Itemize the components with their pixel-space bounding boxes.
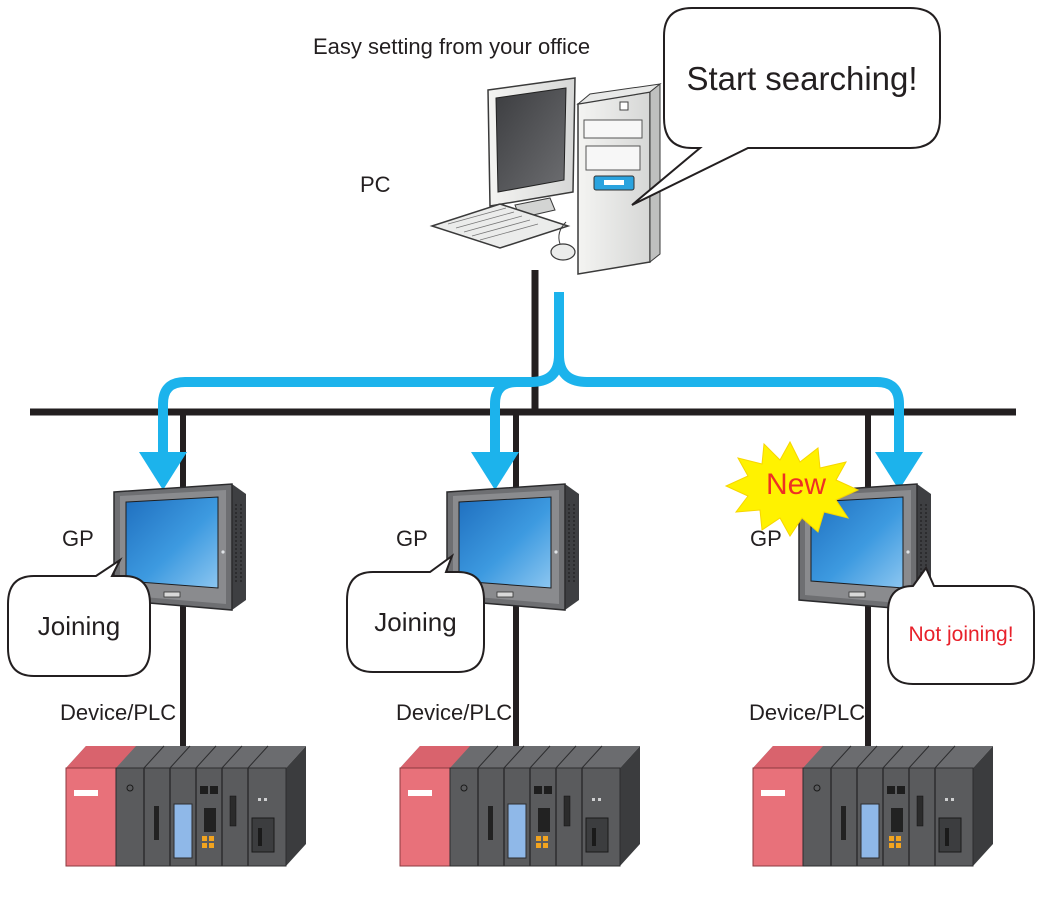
plc2-device-icon <box>399 745 641 867</box>
gp3-status-text: Not joining! <box>908 623 1014 646</box>
not-joining-bubble-shape <box>887 566 1035 685</box>
gp3-label: GP <box>750 526 782 551</box>
office-caption: Easy setting from your office <box>313 34 591 59</box>
new-badge-text: New <box>765 468 826 501</box>
network-lines <box>30 270 1016 810</box>
arrow-head-gp1 <box>139 452 187 490</box>
arrow-head-gp2 <box>471 452 519 490</box>
gp2-status-text: Joining <box>374 607 457 637</box>
gp1-status-text: Joining <box>37 611 121 641</box>
device3-label: Device/PLC <box>749 700 866 725</box>
gp2-label: GP <box>396 526 428 551</box>
device1-label: Device/PLC <box>60 700 177 725</box>
plc3-device-icon <box>752 745 994 867</box>
arrow-to-gp2 <box>490 377 531 452</box>
arrow-to-gp3 <box>554 354 904 452</box>
plc1-device-icon <box>65 745 307 867</box>
joining-bubble-2-shape <box>346 553 485 673</box>
new-starburst-icon <box>724 440 860 537</box>
arrow-head-gp3 <box>875 452 923 490</box>
pc-label: PC <box>360 172 391 197</box>
pc-computer-icon <box>429 77 662 275</box>
device2-label: Device/PLC <box>396 700 513 725</box>
start-searching-text: Start searching! <box>686 60 918 97</box>
joining-bubble-1-shape <box>7 557 151 677</box>
start-searching-callout <box>631 7 941 206</box>
search-broadcast-arrows <box>158 292 904 452</box>
gp1-label: GP <box>62 526 94 551</box>
